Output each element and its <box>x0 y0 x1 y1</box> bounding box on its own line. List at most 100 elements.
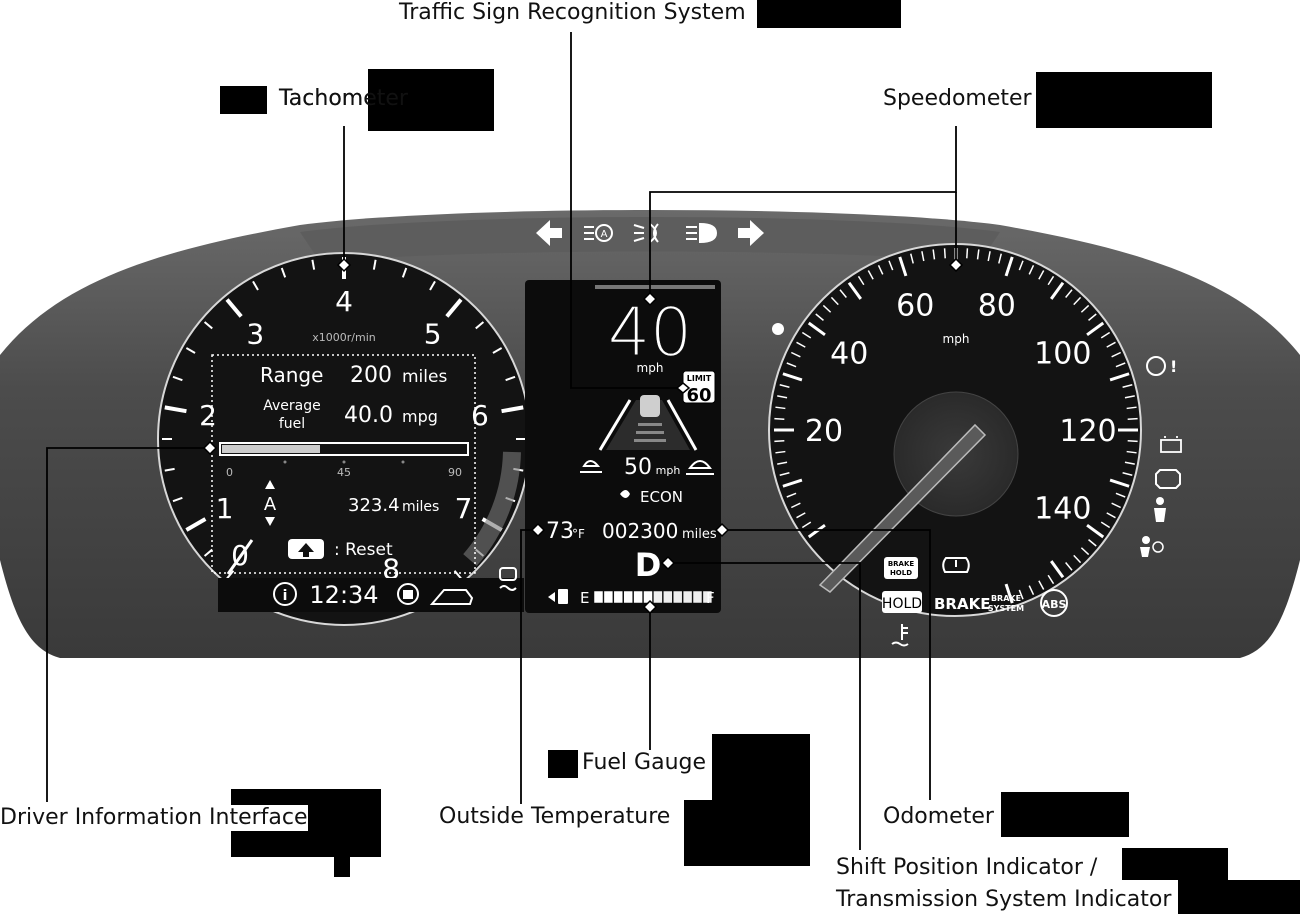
traction-control-icon <box>499 567 517 591</box>
leader-shift <box>668 562 861 850</box>
speed-limit-value: 60 <box>686 385 711 406</box>
outside-temp: 73 <box>546 519 574 544</box>
speed-tick <box>1004 583 1014 604</box>
tach-number-label: 2 <box>199 399 217 432</box>
leader-markers <box>202 257 964 615</box>
speed-tick <box>1106 341 1116 348</box>
speed-tick <box>1111 502 1121 509</box>
tachometer-unit: x1000r/min <box>312 331 376 344</box>
avg-fuel-label-2: fuel <box>279 416 305 432</box>
speed-tick <box>1038 580 1045 590</box>
speed-tick <box>847 281 862 300</box>
tach-zero-slash <box>226 539 254 575</box>
coolant-temp-icon <box>891 624 909 647</box>
speed-limit-label: LIMIT <box>687 374 712 383</box>
speed-tick <box>786 362 797 368</box>
speed-tick <box>775 406 786 410</box>
fuel-segment <box>603 590 614 604</box>
abs-icon <box>1040 589 1068 617</box>
top-indicators: A <box>536 220 764 246</box>
speed-tick <box>1124 395 1135 399</box>
speed-tick <box>943 248 946 259</box>
speedometer-unit: mph <box>943 332 970 346</box>
digital-speed-unit: mph <box>637 361 664 375</box>
fuel-segment <box>653 590 663 604</box>
speed-tick <box>1018 260 1024 271</box>
speed-number-label: 60 <box>896 288 934 323</box>
speed-number-label: 140 <box>1034 492 1091 527</box>
brake-system-label-2: SYSTEM <box>988 604 1024 613</box>
adaptive-cruise-icon <box>686 460 714 475</box>
tach-number-label: 3 <box>246 317 264 350</box>
speedometer-needle <box>818 423 987 593</box>
speed-tick <box>1080 304 1090 313</box>
callout-odometer: Odometer <box>883 804 994 830</box>
fuel-economy-bar-fill <box>222 445 320 453</box>
callout-outside-temperature: Outside Temperature <box>439 804 671 830</box>
speed-tick <box>1004 256 1014 277</box>
speed-tick <box>796 512 806 519</box>
speed-number-label: 80 <box>978 288 1016 323</box>
tach-number-label: 8 <box>382 553 400 586</box>
fuel-economy-bar-dots <box>283 460 405 464</box>
svg-text:HOLD: HOLD <box>890 569 912 577</box>
speed-tick <box>807 321 826 336</box>
indicator-dot <box>772 323 784 335</box>
avg-fuel-value: 40.0 <box>344 403 393 428</box>
speed-tick <box>1073 296 1082 306</box>
gear-indicator: D <box>635 546 662 584</box>
leader-traffic-sign <box>570 32 683 389</box>
abs-label: ABS <box>1042 598 1067 611</box>
speed-tick <box>791 351 801 358</box>
tach-tick <box>372 259 377 270</box>
fuel-segment <box>623 590 633 604</box>
tach-tick <box>164 405 187 414</box>
leader-driver-info <box>46 447 210 802</box>
speed-tick <box>1073 554 1082 564</box>
avg-fuel-unit: mpg <box>402 407 438 426</box>
range-value: 200 <box>350 363 392 388</box>
seatbelt-reminder-icon <box>1154 497 1166 522</box>
speed-tick <box>1115 492 1126 498</box>
check-engine-icon <box>1155 469 1181 489</box>
trip-unit: miles <box>402 499 439 515</box>
tach-number-label: 4 <box>335 285 353 318</box>
brake-warning: BRAKE <box>934 595 990 613</box>
speed-tick <box>1115 362 1126 368</box>
airbag-icon <box>1140 536 1164 557</box>
speed-tick <box>1126 450 1137 454</box>
callout-speedometer: Speedometer <box>883 86 1032 112</box>
tach-tick <box>280 267 287 278</box>
tach-number-label: 7 <box>455 492 473 525</box>
tach-tick <box>429 280 436 291</box>
tach-tick <box>492 347 503 354</box>
svg-text:A: A <box>601 229 608 240</box>
speed-tick <box>966 248 969 259</box>
redaction-block <box>220 86 267 114</box>
tach-tick <box>185 347 196 354</box>
tach-number-label: 5 <box>424 317 442 350</box>
fuel-segment <box>682 590 693 604</box>
speed-tick <box>782 372 803 382</box>
low-beam-icon <box>686 222 718 244</box>
speed-tick <box>1088 313 1097 321</box>
econ-label: ECON <box>640 488 683 506</box>
range-unit: miles <box>402 367 447 387</box>
redaction-block <box>548 750 578 778</box>
trip-label: A <box>264 494 277 515</box>
bar-tick-0: 0 <box>226 466 233 479</box>
callout-transmission-system-indicator: Transmission System Indicator <box>836 887 1172 913</box>
callout-shift-position-indicator: Shift Position Indicator / <box>836 855 1098 881</box>
odometer-unit: miles <box>682 527 717 542</box>
redaction-block <box>1178 880 1300 914</box>
speed-tick <box>796 341 806 348</box>
tach-tick <box>501 405 524 414</box>
speed-number-label: 120 <box>1059 414 1116 449</box>
speed-tick <box>1109 372 1130 382</box>
speed-tick <box>801 331 812 339</box>
speed-band <box>595 285 715 289</box>
fuel-segment <box>663 590 673 604</box>
speed-tick <box>1106 512 1116 519</box>
